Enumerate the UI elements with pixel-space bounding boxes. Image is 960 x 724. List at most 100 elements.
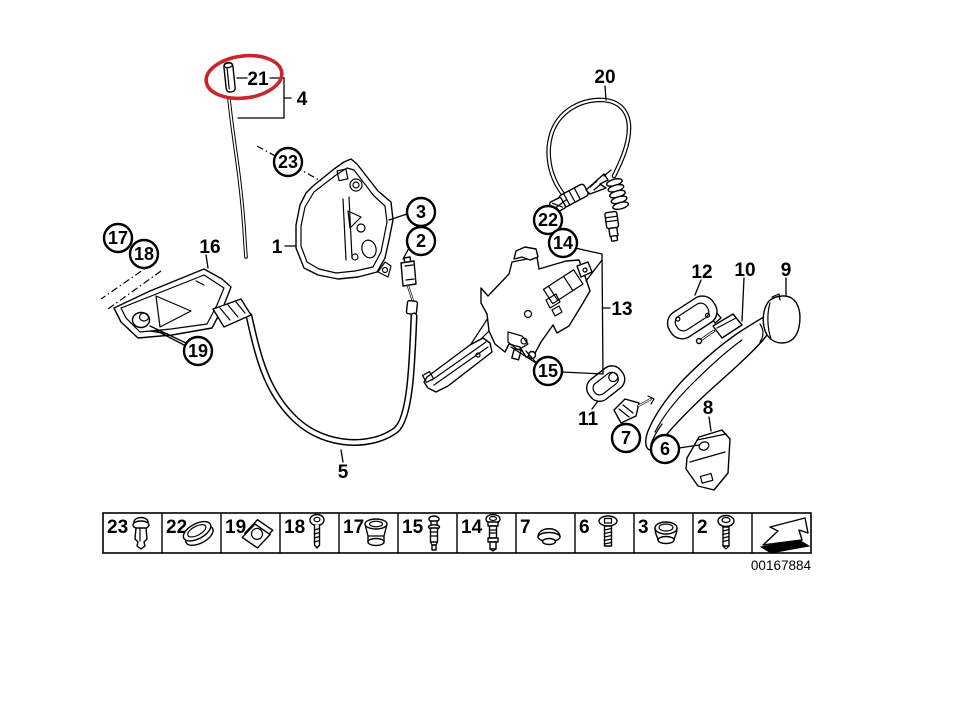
plain-labels: 21 4 1 20 13 16 12 10 9 11 8 5 <box>199 67 791 483</box>
label-20: 20 <box>594 67 615 88</box>
callout-14: 14 <box>547 227 579 259</box>
handle-end-cap-part-9 <box>762 293 801 344</box>
svg-text:7: 7 <box>520 517 531 538</box>
oval-grommet-icon <box>182 520 214 547</box>
svg-text:19: 19 <box>188 341 208 361</box>
leader-20 <box>604 85 607 101</box>
legend-dividers <box>161 513 753 553</box>
label-11: 11 <box>578 409 599 430</box>
svg-text:18: 18 <box>284 517 305 538</box>
svg-text:19: 19 <box>225 517 246 538</box>
legend-cell: 23 <box>107 516 150 550</box>
legend-cell: 7 <box>520 517 561 546</box>
leader-16 <box>205 254 209 269</box>
legend-cell: 14 <box>461 513 501 552</box>
svg-text:6: 6 <box>579 517 590 538</box>
svg-text:14: 14 <box>553 233 573 253</box>
svg-text:2: 2 <box>697 517 708 538</box>
svg-text:22: 22 <box>538 210 558 230</box>
label-21: 21 <box>247 69 269 90</box>
svg-text:15: 15 <box>402 517 424 538</box>
label-4: 4 <box>297 89 308 110</box>
svg-text:6: 6 <box>660 439 670 459</box>
inner-carrier-panel-part-16 <box>113 268 252 339</box>
legend-cell: 15 <box>402 515 441 551</box>
lock-rod-part-4 <box>223 61 248 259</box>
bracket-13 <box>561 247 604 375</box>
leader-15 <box>510 346 537 364</box>
legend-cell: 6 <box>579 515 618 547</box>
circled-callouts: 23 3 2 22 14 17 18 19 <box>102 146 681 465</box>
svg-text:17: 17 <box>343 517 364 538</box>
label-12: 12 <box>691 262 712 283</box>
label-1: 1 <box>272 237 283 258</box>
callout-2: 2 <box>405 225 437 257</box>
countersunk-screw-icon <box>598 515 618 547</box>
leader-23 <box>256 145 322 182</box>
callout-3: 3 <box>405 196 437 228</box>
stud-pin-icon <box>427 515 441 551</box>
handle-lever <box>712 313 743 339</box>
door-lock-actuator-part-1 <box>295 158 394 280</box>
handle-cable-clip-part-7 <box>613 395 655 424</box>
release-cable-part-20 <box>546 97 632 242</box>
svg-text:2: 2 <box>416 231 426 251</box>
svg-text:17: 17 <box>108 228 128 248</box>
lock-knob-pin-part-21 <box>223 61 236 93</box>
legend-cell: 3 <box>638 517 678 545</box>
leader-12 <box>694 279 702 296</box>
leader-6 <box>678 444 700 449</box>
direction-arrow-icon <box>759 517 811 554</box>
cable-spring <box>605 178 630 211</box>
label-8: 8 <box>703 398 714 419</box>
leader-2 <box>402 247 410 260</box>
callout-6: 6 <box>649 433 681 465</box>
plug-grommet-icon <box>364 518 388 547</box>
legend-cell: 18 <box>284 513 325 549</box>
handle-carrier-part-13 <box>421 246 593 393</box>
label-16: 16 <box>199 237 220 258</box>
callout-23: 23 <box>272 146 304 178</box>
label-10: 10 <box>734 260 755 281</box>
legend-cell: 17 <box>343 517 388 547</box>
clip-nut-icon <box>241 519 274 549</box>
screw-icon <box>309 513 325 549</box>
leader-19 <box>149 325 187 344</box>
svg-text:7: 7 <box>621 428 631 448</box>
svg-text:22: 22 <box>166 517 187 538</box>
svg-text:15: 15 <box>538 361 558 381</box>
legend-cell: 22 <box>166 517 214 547</box>
legend-cell <box>759 517 811 554</box>
svg-text:14: 14 <box>461 517 483 538</box>
pan-head-screw-icon <box>717 514 735 550</box>
leader-8 <box>708 416 712 432</box>
legend-cell: 19 <box>225 517 274 549</box>
callout-7: 7 <box>610 422 642 454</box>
svg-text:23: 23 <box>278 152 298 172</box>
label-9: 9 <box>781 260 792 281</box>
cable-pocket-pad <box>212 298 252 328</box>
label-5: 5 <box>338 462 349 483</box>
legend-cell: 2 <box>697 514 735 550</box>
highlight-ellipse <box>204 53 284 101</box>
mounting-bracket-part-8 <box>685 429 731 491</box>
shoulder-bolt-icon <box>485 513 501 552</box>
image-number: 00167884 <box>751 558 812 573</box>
callout-17: 17 <box>102 222 134 254</box>
leader-5 <box>340 449 344 463</box>
lock-cable-end-fitting <box>400 256 419 315</box>
bowden-cable-part-5 <box>245 312 418 446</box>
label-13: 13 <box>611 299 632 320</box>
leader-10 <box>741 277 745 322</box>
svg-text:23: 23 <box>107 517 128 538</box>
callout-18: 18 <box>128 238 160 270</box>
expansion-rivet-icon <box>132 516 150 550</box>
legend-strip: 23 22 19 18 <box>102 512 812 554</box>
handle-gasket-part-12 <box>666 295 718 340</box>
svg-text:3: 3 <box>416 202 426 222</box>
leader-11 <box>591 400 599 410</box>
callout-15: 15 <box>532 355 564 387</box>
dome-plug-icon <box>537 528 561 546</box>
